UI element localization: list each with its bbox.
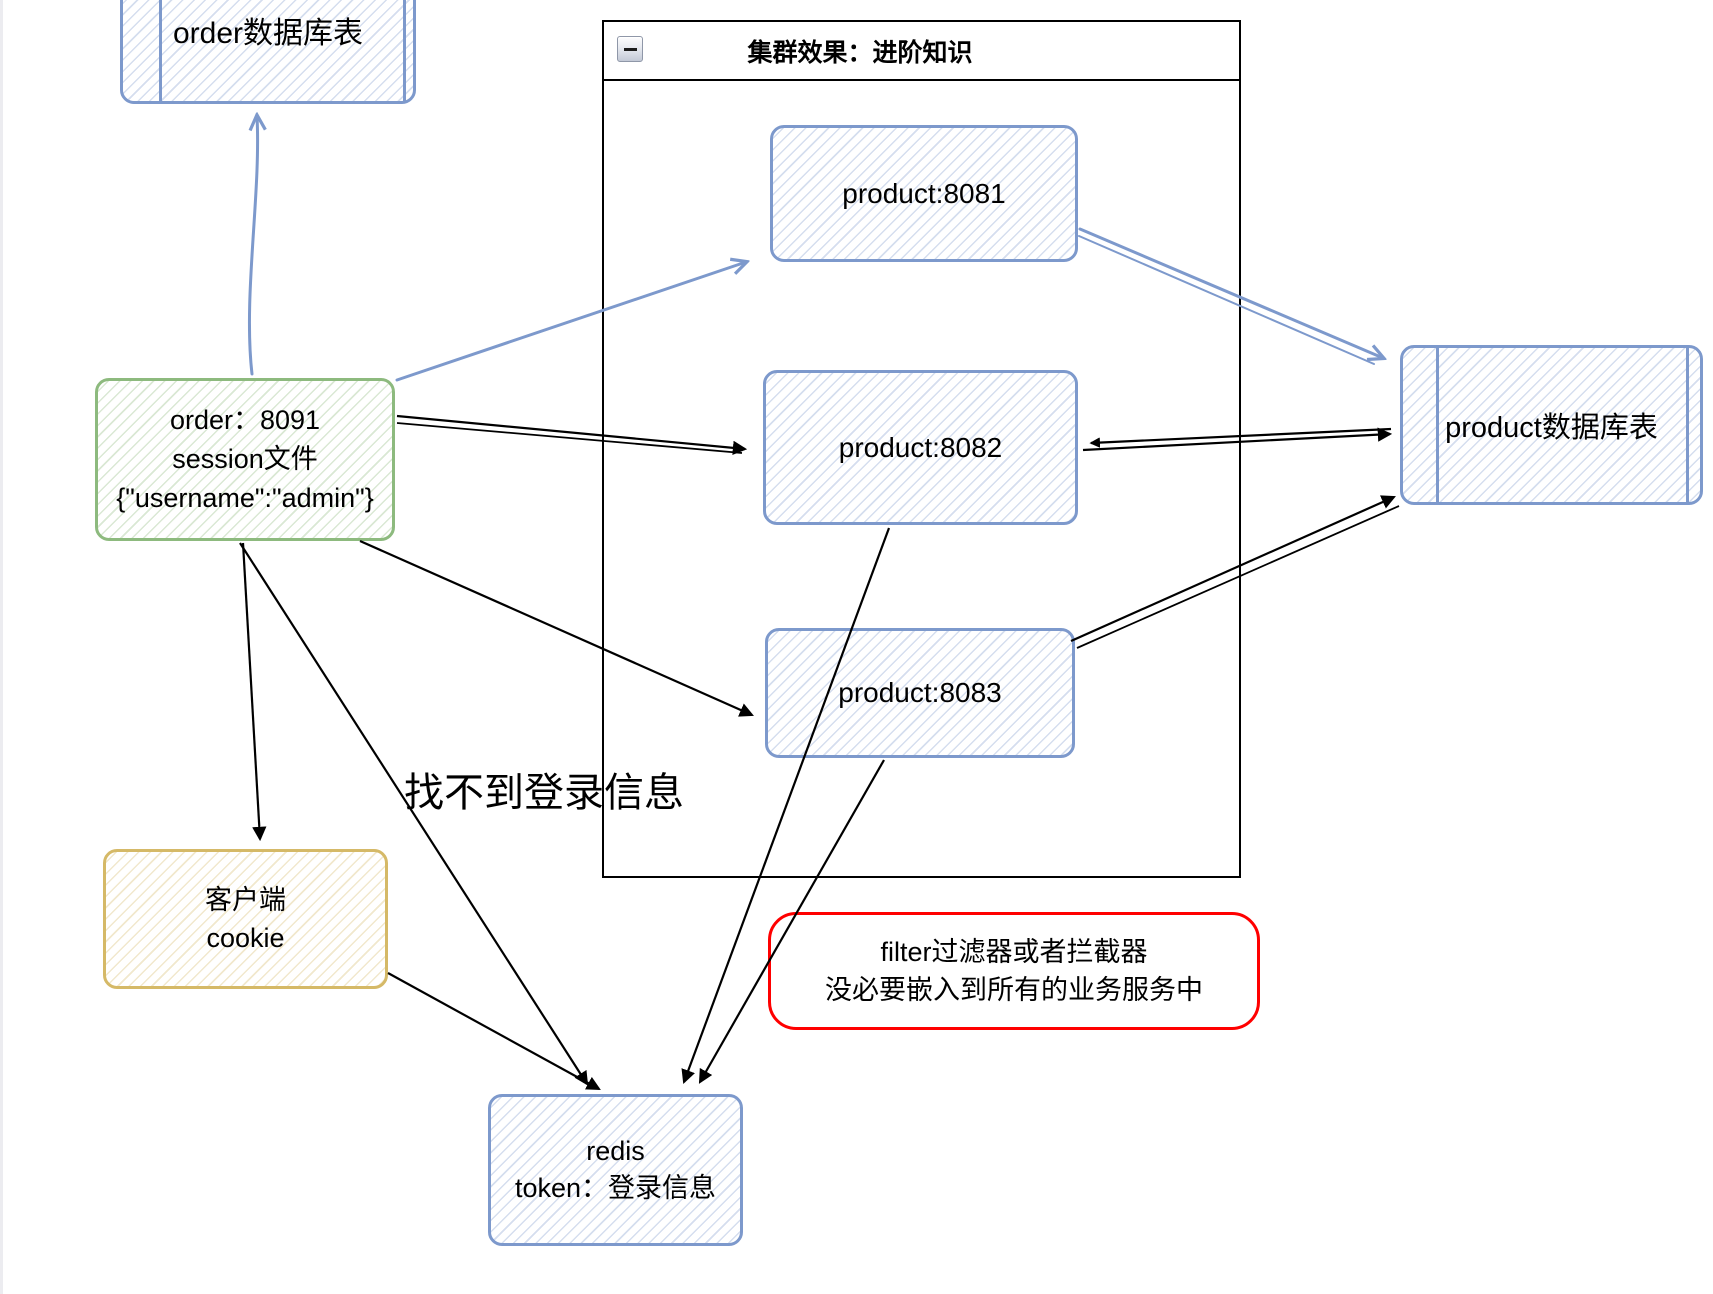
product-8083-node[interactable]: product:8083 xyxy=(765,628,1075,758)
filter-note-line1: filter过滤器或者拦截器 xyxy=(880,937,1148,967)
filter-note-line2: 没必要嵌入到所有的业务服务中 xyxy=(825,975,1203,1005)
product-db-label: product数据库表 xyxy=(1445,412,1658,444)
redis-node[interactable]: redis token：登录信息 xyxy=(488,1094,743,1246)
product-8081-label: product:8081 xyxy=(842,177,1006,209)
order-service-node[interactable]: order：8091 session文件 {"username":"admin"… xyxy=(95,378,395,541)
order-service-line1: order：8091 xyxy=(169,405,321,435)
cluster-titlebar: 集群效果：进阶知识 xyxy=(604,22,1239,81)
client-cookie-node[interactable]: 客户端 cookie xyxy=(103,849,388,989)
canvas-left-edge xyxy=(0,0,3,1294)
redis-line2: token：登录信息 xyxy=(514,1173,717,1203)
redis-line1: redis xyxy=(586,1136,645,1166)
not-found-login-text[interactable]: 找不到登录信息 xyxy=(404,771,684,815)
minus-icon xyxy=(623,47,637,51)
product-8082-label: product:8082 xyxy=(838,431,1003,463)
table-bar xyxy=(1436,348,1439,502)
product-8083-label: product:8083 xyxy=(838,677,1002,708)
collapse-button[interactable] xyxy=(617,36,643,62)
table-bar xyxy=(403,0,406,101)
client-cookie-line2: cookie xyxy=(206,923,285,953)
product-8081-node[interactable]: product:8081 xyxy=(770,125,1078,262)
product-db-node[interactable]: product数据库表 xyxy=(1400,345,1703,505)
filter-note[interactable]: filter过滤器或者拦截器 没必要嵌入到所有的业务服务中 xyxy=(768,912,1260,1030)
table-bar xyxy=(1686,348,1689,502)
client-cookie-line1: 客户端 xyxy=(205,885,286,915)
order-service-line3: {"username":"admin"} xyxy=(116,483,374,513)
order-db-label: order数据库表 xyxy=(172,17,364,50)
product-8082-node[interactable]: product:8082 xyxy=(763,370,1078,525)
order-db-node[interactable]: order数据库表 xyxy=(120,0,416,104)
order-service-line2: session文件 xyxy=(172,444,318,474)
table-bar xyxy=(159,0,162,101)
cluster-title: 集群效果：进阶知识 xyxy=(747,38,973,67)
